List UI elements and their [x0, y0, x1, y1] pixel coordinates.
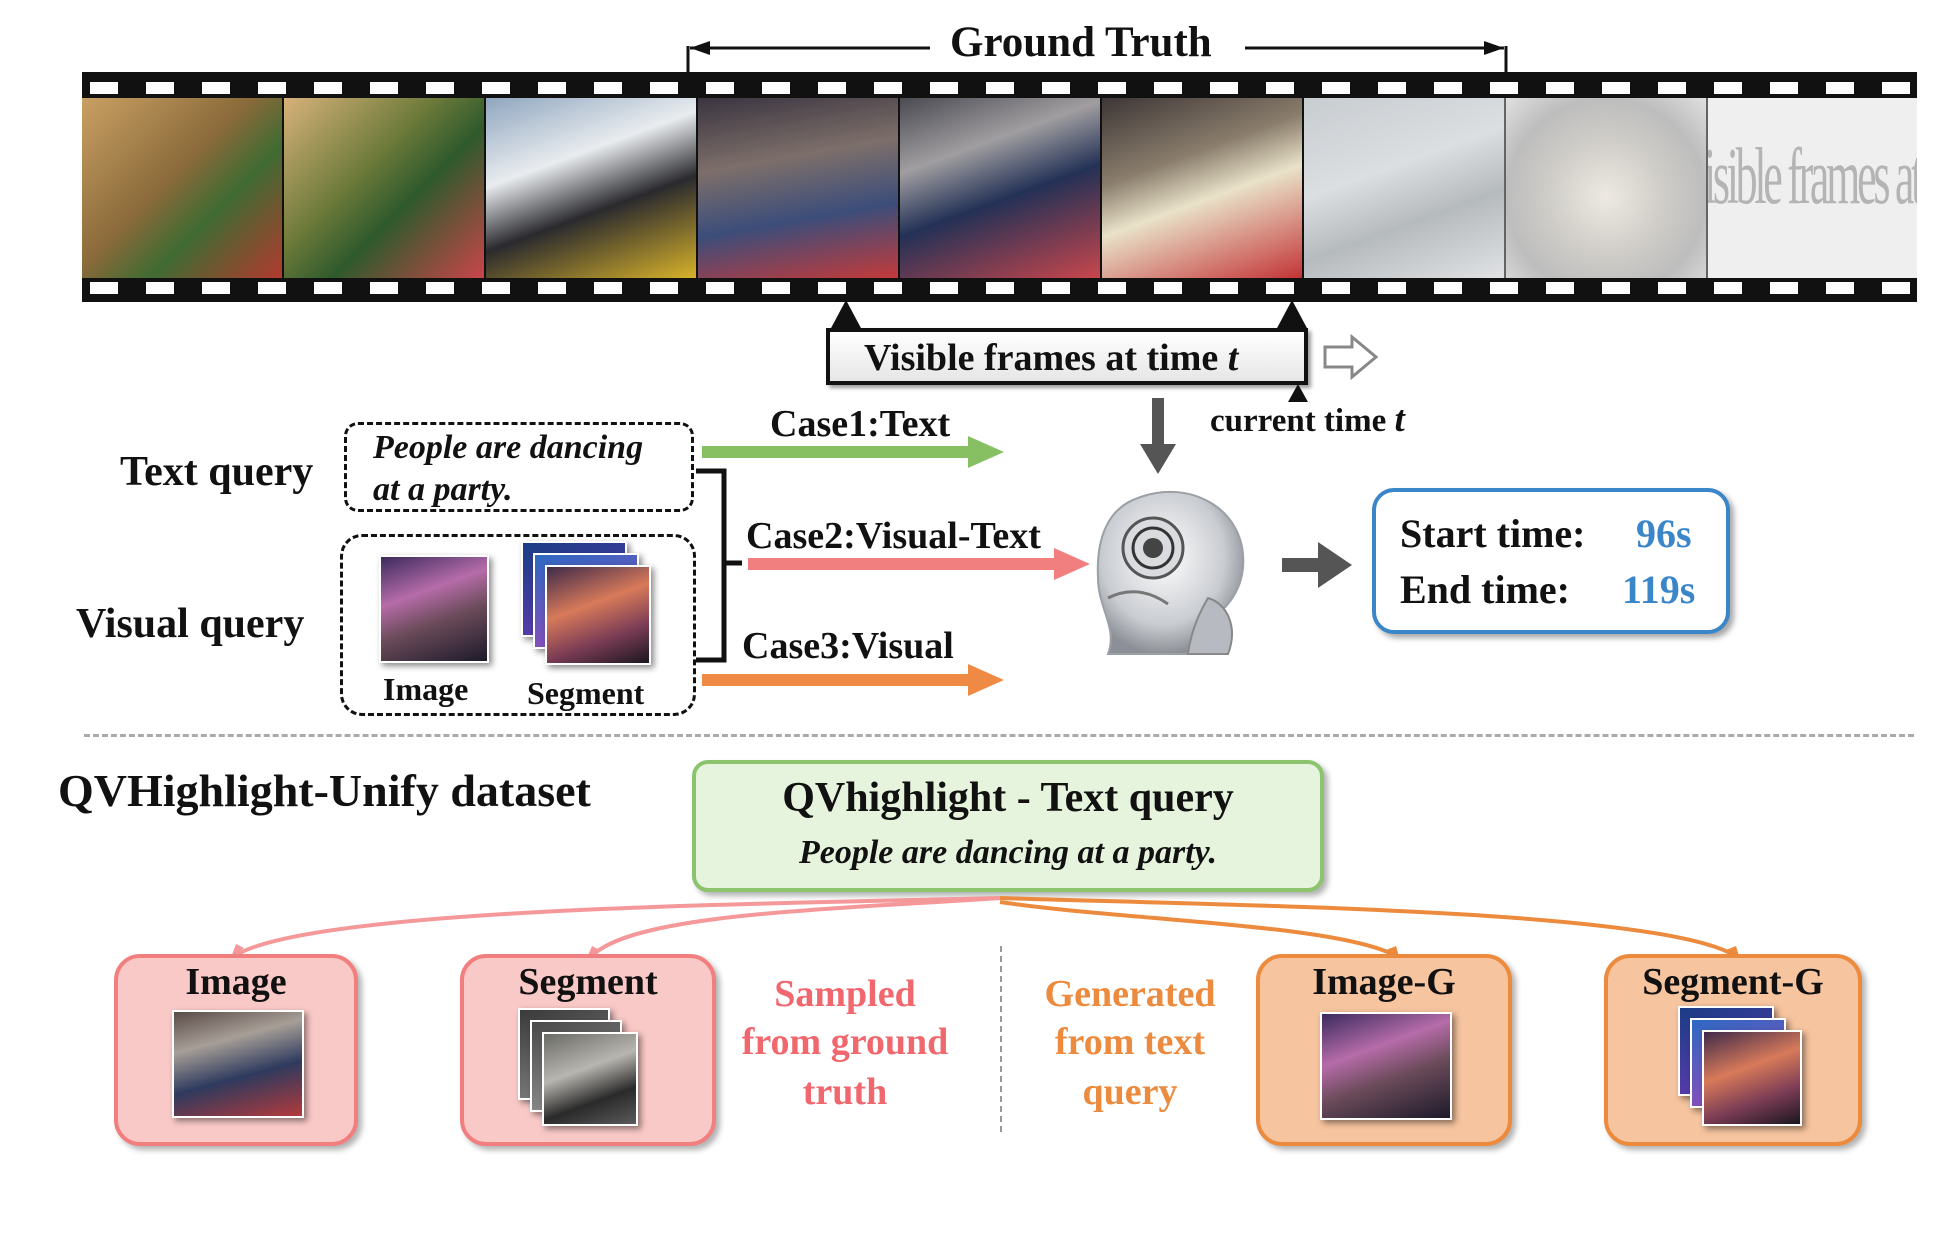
generated-note-line1: Generated — [1044, 973, 1216, 1015]
dataset-box-segment: Segment — [460, 954, 716, 1146]
visual-query-segment-label: Segment — [527, 675, 645, 711]
right-arrow-icon — [1282, 542, 1352, 588]
dataset-box-image-photo — [172, 1010, 304, 1118]
sampled-note-line1: Sampled — [774, 973, 916, 1015]
sprocket-holes-top — [90, 82, 1910, 94]
case2-arrow — [748, 548, 1090, 580]
visual-query-label: Visual query — [76, 601, 305, 647]
ground-truth-label: Ground Truth — [950, 19, 1212, 66]
fade-overlay — [1304, 98, 1917, 278]
dataset-box-image-label: Image — [185, 961, 287, 1003]
film-frame-7-faded — [1304, 98, 1504, 278]
faded-frame-text: isible frames at time — [1708, 133, 1917, 221]
visual-query-image — [379, 555, 489, 663]
film-frame-5 — [900, 98, 1100, 278]
visible-frames-label: Visible frames at time t — [864, 337, 1239, 379]
source-query-title: QVhighlight - Text query — [782, 775, 1234, 821]
film-frame-2 — [284, 98, 484, 278]
case1-arrow — [702, 436, 1004, 468]
film-frame-8-faded — [1506, 98, 1706, 278]
sampled-note-line2: from ground — [741, 1021, 949, 1063]
visual-query-box: Image Segment — [340, 534, 696, 716]
case1-label: Case1:Text — [770, 403, 951, 445]
text-query-box: People are dancing at a party. — [344, 422, 694, 512]
film-frame-6 — [1102, 98, 1302, 278]
branch-curves — [230, 896, 1740, 960]
dataset-box-segment-g-photo-front — [1702, 1030, 1802, 1126]
dataset-box-image-g: Image-G — [1256, 954, 1512, 1146]
generated-note-line3: query — [1082, 1071, 1178, 1113]
section-divider — [84, 734, 1914, 737]
case3-label: Case3:Visual — [742, 625, 954, 667]
sprocket-holes-bottom — [90, 282, 1910, 294]
case2-label: Case2:Visual-Text — [746, 515, 1041, 557]
dataset-box-image-g-label: Image-G — [1312, 961, 1456, 1003]
dataset-box-segment-g: Segment-G — [1604, 954, 1862, 1146]
dataset-box-segment-g-label: Segment-G — [1642, 961, 1824, 1003]
dataset-box-segment-label: Segment — [518, 961, 658, 1003]
visual-query-image-label: Image — [383, 671, 469, 707]
end-time-label: End time: — [1400, 567, 1570, 612]
source-query-text: People are dancing at a party. — [798, 834, 1218, 871]
down-arrow-icon — [1140, 398, 1176, 474]
sampled-note-line3: truth — [802, 1071, 888, 1113]
result-box: Start time: 96s End time: 119s — [1372, 488, 1730, 634]
film-frame-4 — [698, 98, 898, 278]
film-strip: isible frames at time — [82, 72, 1917, 302]
generated-note-line2: from text — [1054, 1021, 1206, 1063]
current-time-label: current time t — [1210, 399, 1405, 440]
text-query-label: Text query — [120, 449, 314, 495]
current-time-marker — [1288, 384, 1308, 402]
ground-truth-bracket — [686, 41, 1508, 74]
query-join-bracket — [696, 468, 742, 663]
robot-head-icon — [1096, 490, 1245, 655]
film-frame-1 — [82, 98, 282, 278]
start-time-label: Start time: — [1400, 511, 1586, 556]
visible-frames-box: Visible frames at time t — [826, 328, 1308, 385]
case3-arrow — [702, 664, 1004, 696]
start-time-value: 96s — [1636, 511, 1692, 556]
dataset-box-image: Image — [114, 954, 358, 1146]
notes-divider — [1000, 946, 1002, 1132]
film-frame-9-faded: isible frames at time — [1708, 98, 1917, 278]
text-query-line1: People are dancing — [373, 429, 644, 466]
end-time-value: 119s — [1622, 567, 1696, 612]
right-arrow-outline-icon — [1323, 334, 1379, 380]
visual-query-segment-front — [545, 565, 651, 665]
visible-window-markers — [830, 300, 1308, 330]
film-frame-3 — [486, 98, 696, 278]
dataset-title: QVHighlight-Unify dataset — [58, 765, 591, 816]
dataset-box-segment-photo-front — [542, 1032, 638, 1126]
dataset-box-image-g-photo — [1320, 1012, 1452, 1120]
text-query-line2: at a party. — [373, 471, 513, 508]
source-query-box: QVhighlight - Text query People are danc… — [692, 760, 1324, 892]
